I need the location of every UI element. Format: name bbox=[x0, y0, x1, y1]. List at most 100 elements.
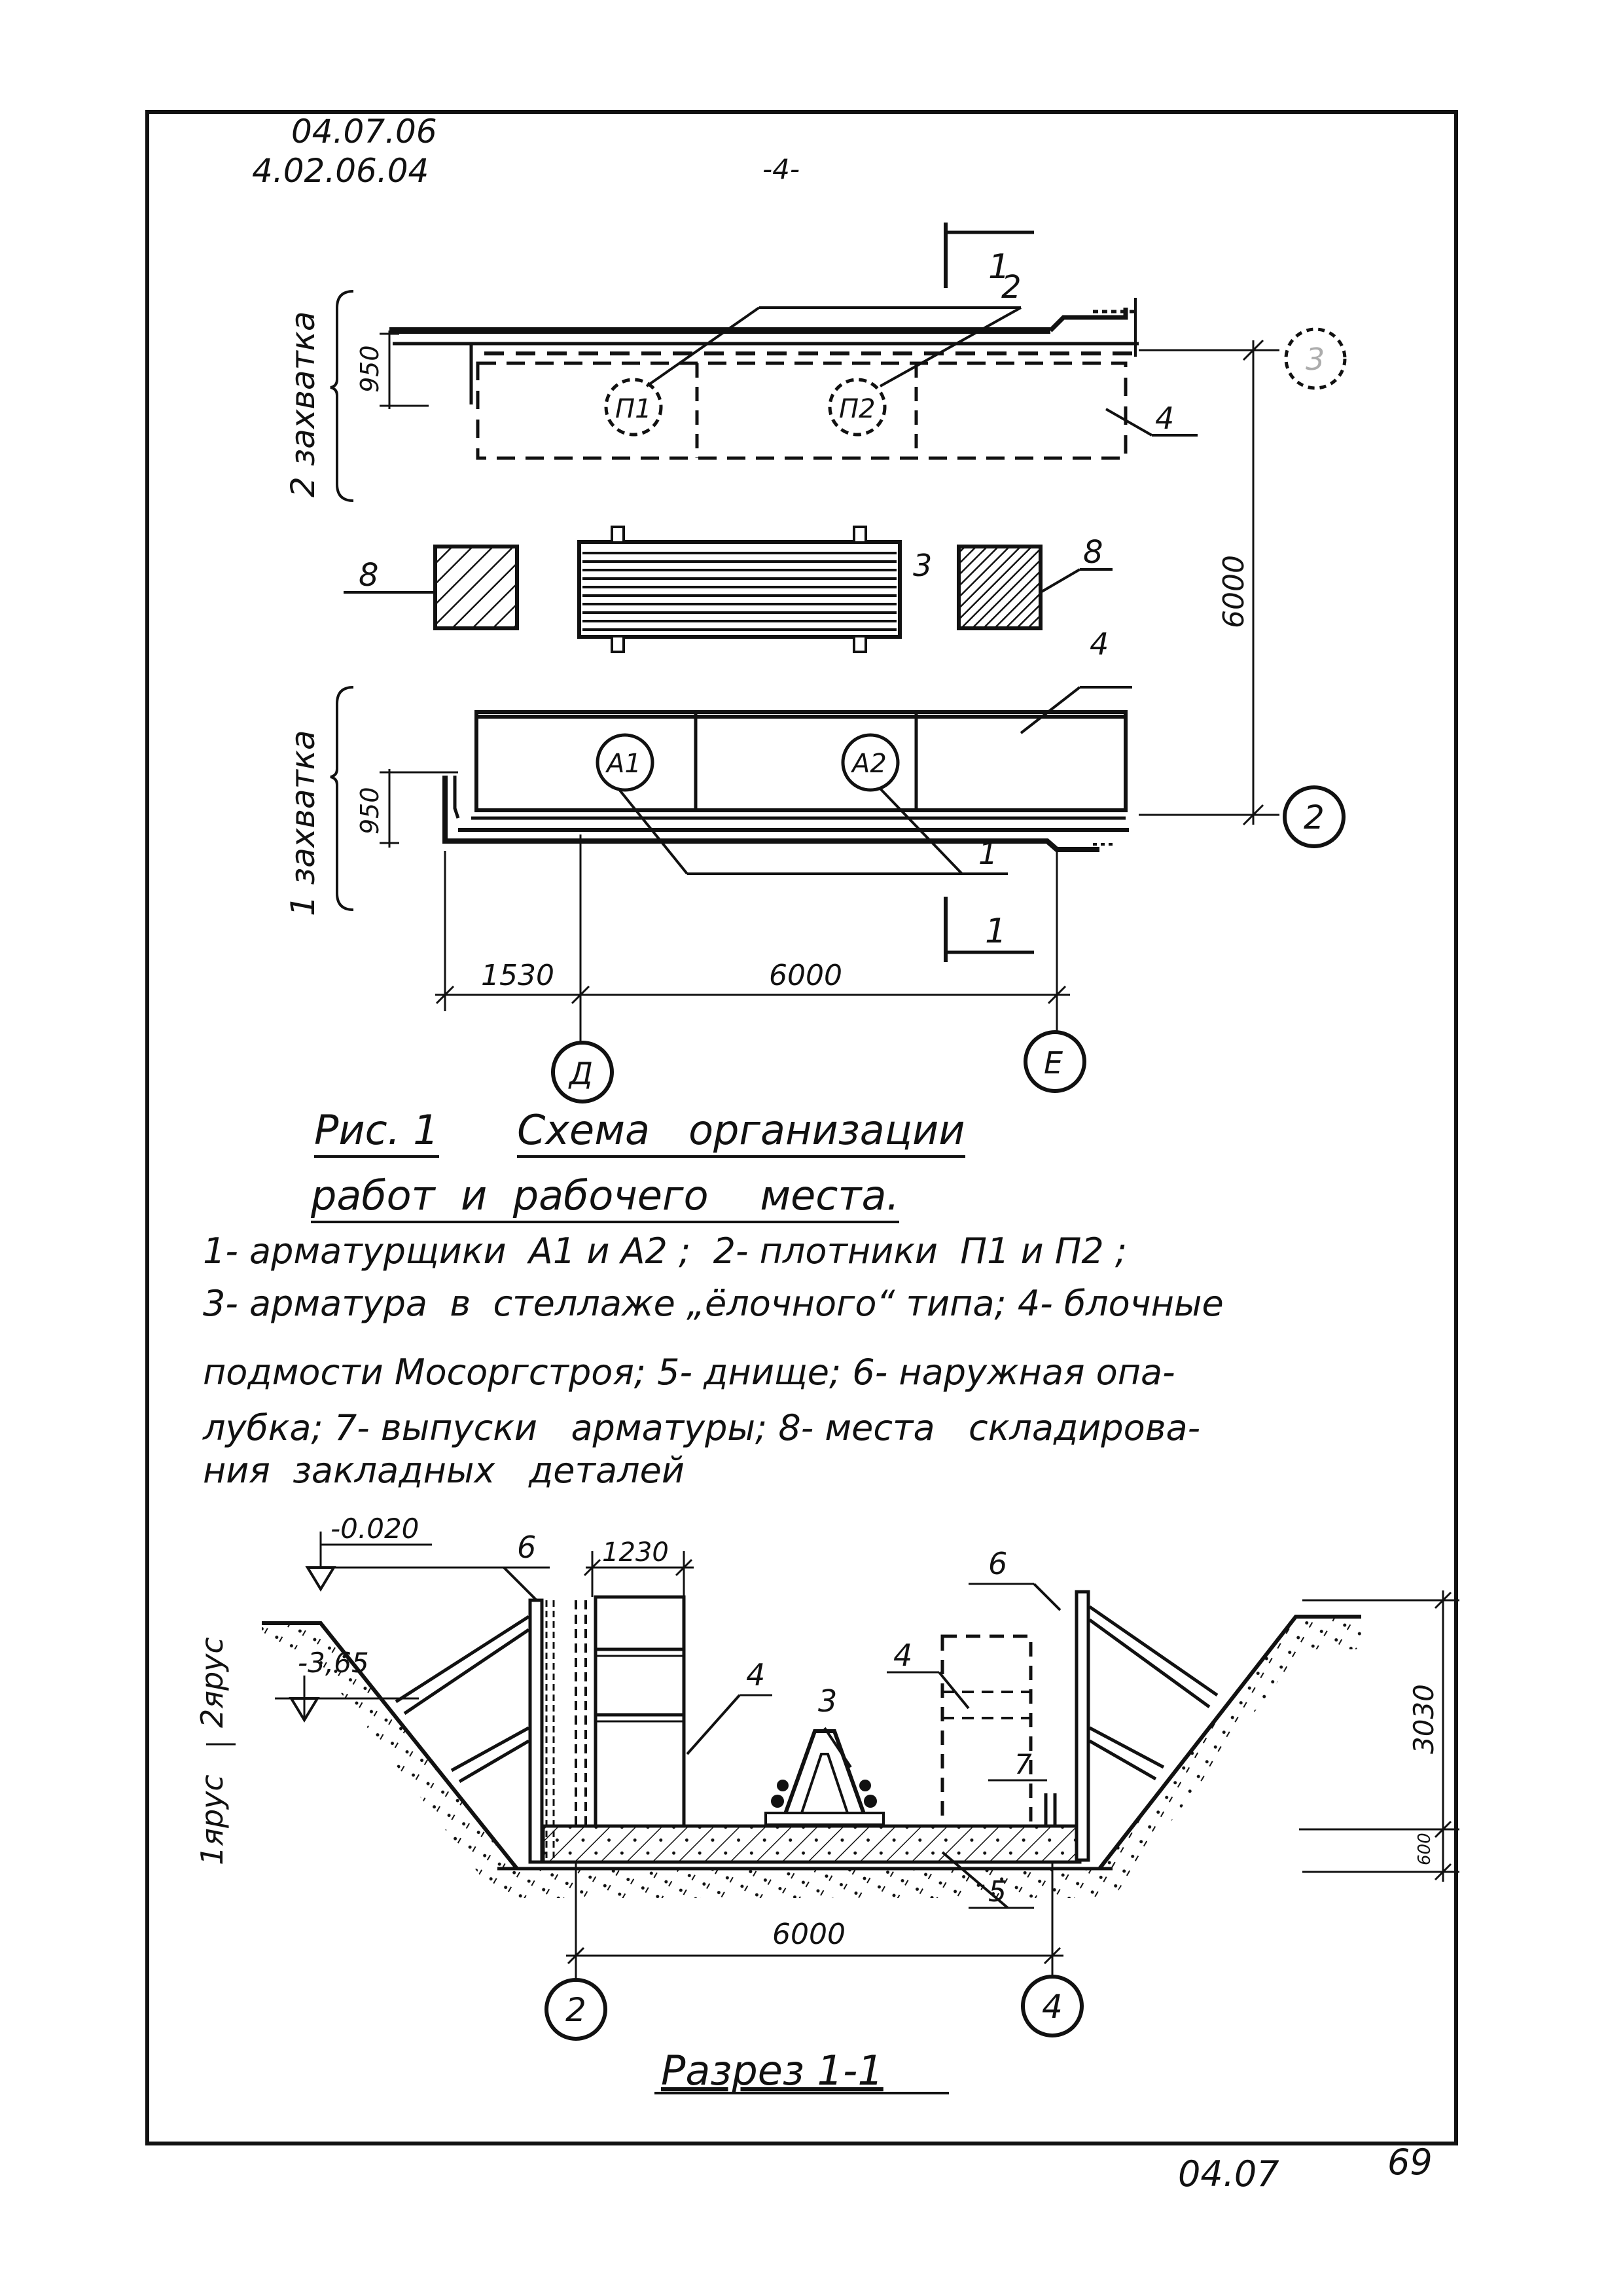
section-mark-bottom-label: 1 bbox=[985, 912, 1007, 951]
callout-4-top-label: 4 bbox=[1155, 401, 1174, 436]
section-mark-bottom: 1 bbox=[944, 897, 1034, 962]
header-code-2: 4.02.06.04 bbox=[252, 152, 429, 190]
zone-1-brace bbox=[330, 686, 354, 911]
worker-a2: А2 bbox=[841, 733, 900, 792]
storage-8-right: 8 bbox=[957, 534, 1113, 630]
dim-6000-vertical-label: 6000 bbox=[1217, 555, 1251, 628]
dim-6000-section-label: 6000 bbox=[772, 1918, 846, 1951]
figure-title: Схема организации bbox=[517, 1106, 965, 1158]
figure-number: Рис. 1 bbox=[314, 1106, 439, 1158]
figure-caption-line-2: работ и рабочего места. bbox=[311, 1172, 900, 1223]
worker-p2: П2 bbox=[828, 378, 887, 437]
callout-5: 5 bbox=[941, 1851, 1034, 1909]
dim-950-top-label: 950 bbox=[355, 345, 384, 393]
callout-6-right-label: 6 bbox=[988, 1546, 1007, 1581]
wall-bottom bbox=[442, 776, 1129, 852]
legend-line-1: 1- арматурщики А1 и А2 ; 2- плотники П1 … bbox=[203, 1230, 1128, 1272]
scaffold-top-dashed bbox=[476, 361, 1128, 460]
legend-line-5: ния закладных деталей bbox=[203, 1450, 685, 1491]
scaffold-right-dashed: 4 bbox=[887, 1634, 1033, 1828]
formwork-right bbox=[1075, 1590, 1219, 1862]
legend-line-4: лубка; 7- выпуски арматуры; 8- места скл… bbox=[203, 1407, 1201, 1448]
worker-p2-label: П2 bbox=[839, 394, 876, 424]
dim-horizontal: 1530 6000 bbox=[435, 834, 1070, 1044]
wall-top bbox=[389, 298, 1139, 404]
bottom-slab bbox=[541, 1824, 1082, 1864]
tier-1-label: 1ярус bbox=[194, 1774, 230, 1865]
figure-title-cont: работ и рабочего места. bbox=[311, 1172, 900, 1223]
axis-left: Д bbox=[551, 1041, 614, 1103]
worker-a2-label: А2 bbox=[850, 749, 887, 779]
dim-1530-label: 1530 bbox=[481, 959, 554, 992]
axis-bottom-right-label: 2 bbox=[1304, 798, 1325, 836]
scaffold-left: 4 bbox=[575, 1595, 772, 1828]
axis-right: Е bbox=[1024, 1030, 1086, 1093]
section-mark-top-label: 1 bbox=[988, 247, 1010, 287]
callout-2-label: 2 bbox=[1001, 269, 1022, 306]
legend-line-3: подмости Мосоргстроя; 5- днище; 6- наруж… bbox=[203, 1352, 1175, 1393]
axis-right-label: Е bbox=[1044, 1045, 1063, 1081]
storage-8-left: 8 bbox=[344, 545, 519, 630]
figure-caption-line-1: Рис. 1 Схема организации bbox=[314, 1106, 965, 1158]
worker-p1-label: П1 bbox=[615, 394, 652, 424]
callout-1-label: 1 bbox=[978, 836, 997, 871]
section-axis-right-label: 4 bbox=[1042, 1988, 1063, 2026]
axis-top-right: 3 bbox=[1284, 327, 1347, 390]
rebar-outlets: 7 bbox=[988, 1748, 1057, 1826]
callout-6-right: 6 bbox=[969, 1546, 1061, 1611]
footer-doc-code: 04.07 bbox=[1178, 2153, 1279, 2195]
callout-4-right-label: 4 bbox=[893, 1638, 912, 1673]
plan-diagram: 1 2 захватка 950 П1 П2 2 bbox=[284, 223, 1347, 1103]
formwork-left bbox=[395, 1598, 555, 1864]
callout-1: 1 bbox=[617, 787, 1008, 875]
section-axis-left: 2 bbox=[544, 1978, 607, 2041]
callout-8-right-label: 8 bbox=[1083, 534, 1103, 571]
callout-4-bottom: 4 bbox=[1020, 626, 1132, 734]
section-diagram: -0.020 -3,65 2ярус 1ярус bbox=[194, 1513, 1459, 2094]
page-mark: -4- bbox=[762, 153, 800, 185]
callout-4-bottom-label: 4 bbox=[1090, 626, 1109, 662]
worker-p1: П1 bbox=[604, 378, 663, 437]
section-title: Разрез 1-1 bbox=[661, 2047, 883, 2094]
tier-2-label: 2ярус bbox=[194, 1637, 230, 1728]
axis-bottom-right: 2 bbox=[1283, 785, 1346, 848]
level-top: -0.020 bbox=[305, 1513, 524, 1592]
dim-950-bottom: 950 bbox=[355, 769, 458, 848]
dim-6000-horizontal-label: 6000 bbox=[769, 959, 842, 992]
callout-3-label: 3 bbox=[913, 548, 932, 583]
section-mark-top: 1 bbox=[944, 223, 1034, 288]
callout-5-label: 5 bbox=[988, 1875, 1007, 1909]
level-top-label: -0.020 bbox=[330, 1513, 419, 1545]
section-axis-left-label: 2 bbox=[565, 1991, 586, 2029]
callout-4-top: 4 bbox=[1105, 401, 1198, 437]
callout-6-left-label: 6 bbox=[517, 1530, 536, 1565]
drawing-frame bbox=[145, 110, 1458, 2145]
dim-950-bottom-label: 950 bbox=[355, 787, 384, 834]
dim-6000-vertical: 6000 bbox=[1139, 339, 1279, 826]
dim-600-label: 600 bbox=[1415, 1833, 1435, 1865]
dim-right-vertical: 3030 600 bbox=[1299, 1590, 1459, 1882]
callout-2: 2 bbox=[645, 269, 1022, 387]
axis-left-label: Д bbox=[568, 1056, 593, 1091]
zone-1-label: 1 захватка bbox=[284, 730, 322, 916]
rack-3: 3 bbox=[577, 526, 932, 653]
header-code-1: 04.07.06 bbox=[291, 113, 437, 151]
rack-section: 3 bbox=[764, 1683, 885, 1826]
callout-6-left: 6 bbox=[503, 1530, 550, 1602]
zone-2-brace bbox=[330, 290, 354, 502]
scaffold-bottom bbox=[474, 710, 1128, 812]
worker-a1: А1 bbox=[596, 733, 654, 792]
excavation bbox=[262, 1615, 1361, 1898]
zone-2-label: 2 захватка bbox=[284, 311, 322, 497]
dim-950-top: 950 bbox=[355, 331, 429, 409]
worker-a1-label: А1 bbox=[605, 749, 641, 779]
callout-7-label: 7 bbox=[1014, 1748, 1032, 1780]
legend-line-2: 3- арматура в стеллаже „ёлочного“ типа; … bbox=[203, 1283, 1224, 1324]
dim-6000-section: 6000 bbox=[566, 1862, 1063, 1983]
section-axis-right: 4 bbox=[1021, 1975, 1084, 2037]
footer-page-number: 69 bbox=[1387, 2142, 1433, 2183]
axis-top-right-label: 3 bbox=[1306, 342, 1325, 377]
dim-3030-label: 3030 bbox=[1408, 1684, 1440, 1754]
callout-8-left-label: 8 bbox=[359, 557, 379, 594]
dim-1230-label: 1230 bbox=[602, 1537, 669, 1568]
